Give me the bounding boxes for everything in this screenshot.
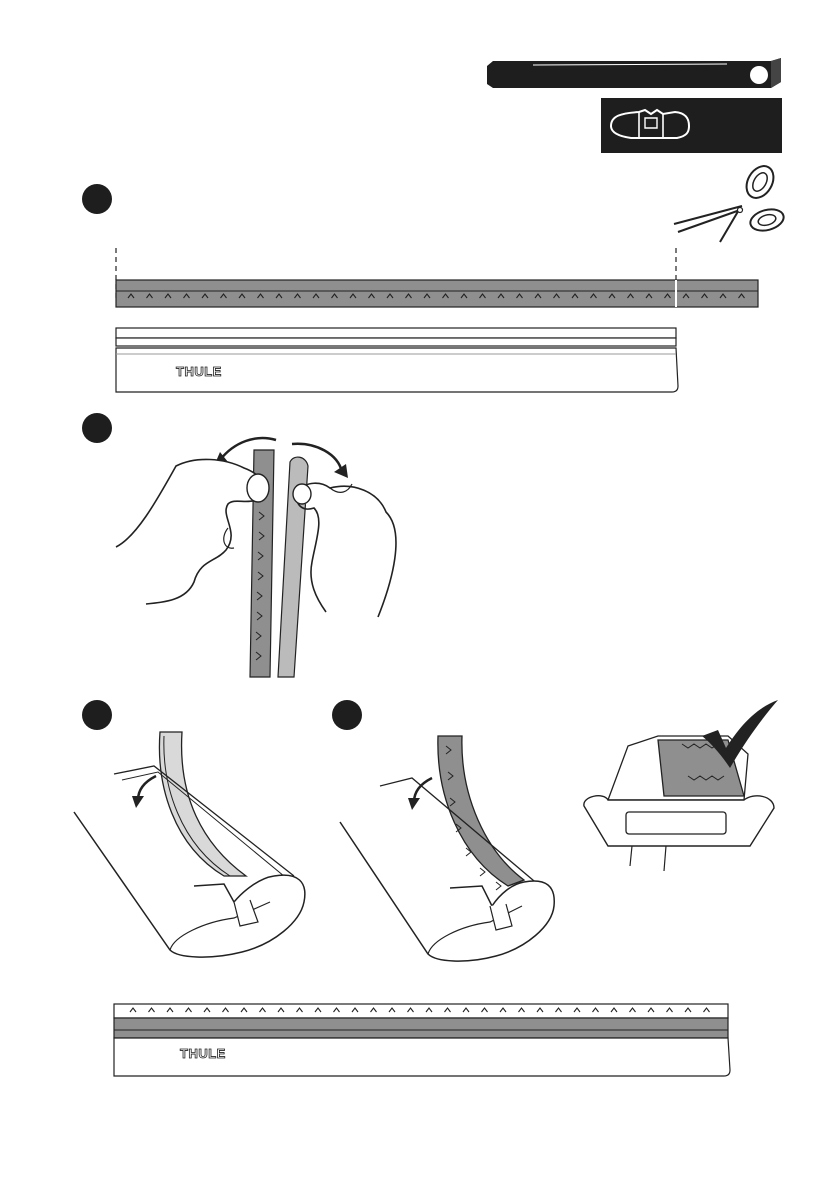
rubber-strip xyxy=(116,280,758,308)
step-1-marker xyxy=(82,184,112,214)
peel-strip-illustration xyxy=(116,432,416,677)
header-tab-icon xyxy=(487,58,781,88)
bar-profile-box xyxy=(601,98,782,153)
insert-plain-strip-illustration xyxy=(74,726,314,966)
brand-logo-final: THULE xyxy=(180,1046,226,1061)
assembled-bar xyxy=(114,1004,732,1078)
checkmark-icon xyxy=(700,700,780,770)
header-tab xyxy=(487,58,781,88)
insert-toothed-strip-illustration xyxy=(340,726,570,966)
roof-bar xyxy=(116,326,682,394)
bar-profile-icon xyxy=(601,98,782,153)
step-2-marker xyxy=(82,413,112,443)
brand-logo: THULE xyxy=(176,364,222,379)
scissors-icon xyxy=(670,162,785,247)
